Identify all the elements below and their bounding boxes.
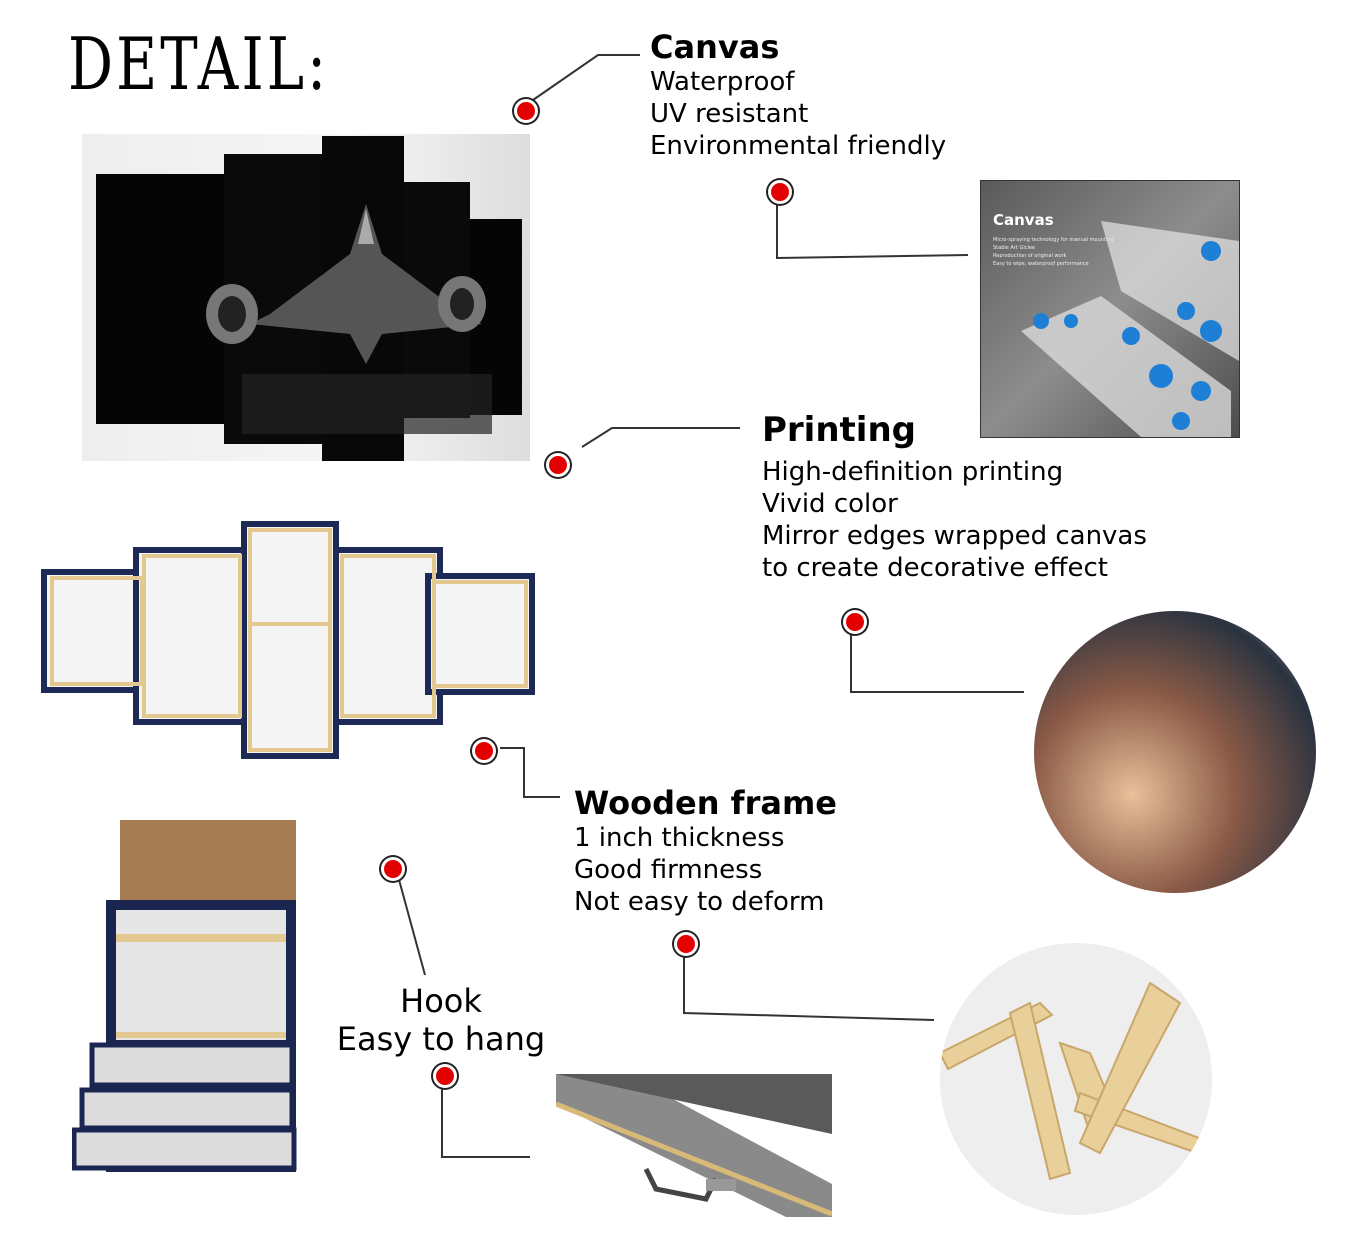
canvas-material-photo: Canvas Micro-spraying technology for man… <box>980 180 1240 438</box>
marker-dot <box>433 1064 457 1088</box>
canvas-line: UV resistant <box>650 99 809 129</box>
marker-dot <box>472 739 496 763</box>
frame-line: Good firmness <box>574 855 763 885</box>
printing-line: Vivid color <box>762 489 898 519</box>
frame-back-photo <box>40 520 536 760</box>
canvas-photo-text: Micro-spraying technology for manual mou… <box>993 236 1114 268</box>
hook-heading: Hook <box>400 982 482 1020</box>
printing-line: Mirror edges wrapped canvas <box>762 521 1147 551</box>
product-photo <box>82 134 530 461</box>
canvas-photo-label: Canvas <box>993 211 1054 229</box>
marker-dot <box>843 610 867 634</box>
wooden-frame-photo <box>940 943 1212 1215</box>
canvas-section: Canvas Waterproof UV resistant Environme… <box>650 28 946 162</box>
package-photo <box>71 820 302 1172</box>
aircraft-panels-image <box>96 136 522 461</box>
blue-flowers-image <box>1021 221 1239 437</box>
marker-dot <box>674 932 698 956</box>
canvas-photo-line: Reproduction of original work <box>993 253 1067 259</box>
frame-line: Not easy to deform <box>574 887 825 917</box>
hook-image <box>555 1074 833 1217</box>
mirror-edge-photo <box>1034 611 1316 893</box>
wooden-frame-image <box>940 981 1212 1181</box>
printing-line: High-definition printing <box>762 457 1064 487</box>
canvas-line: Environmental friendly <box>650 131 947 161</box>
frame-line: 1 inch thickness <box>574 823 785 853</box>
hook-section: Hook Easy to hang <box>330 982 552 1058</box>
canvas-line: Waterproof <box>650 67 795 97</box>
canvas-heading: Canvas <box>650 28 780 66</box>
frame-back-image <box>41 521 535 759</box>
printing-section: Printing High-definition printing Vivid … <box>762 410 1147 584</box>
marker-dot <box>546 453 570 477</box>
marker-dot <box>381 857 405 881</box>
hook-line: Easy to hang <box>336 1020 546 1058</box>
marker-dot <box>768 180 792 204</box>
marker-dot <box>514 99 538 123</box>
frame-section: Wooden frame 1 inch thickness Good firmn… <box>574 784 837 918</box>
page-title: DETAIL: <box>68 22 330 106</box>
printing-line: to create decorative effect <box>762 553 1108 583</box>
canvas-photo-line: Stable Art Giclee <box>993 245 1036 251</box>
printing-heading: Printing <box>762 410 916 450</box>
hook-photo <box>555 1074 833 1217</box>
canvas-photo-line: Micro-spraying technology for manual mou… <box>993 237 1114 243</box>
package-image <box>71 820 297 1172</box>
canvas-photo-line: Easy to wipe, waterproof performance <box>993 261 1089 267</box>
frame-heading: Wooden frame <box>574 784 837 822</box>
